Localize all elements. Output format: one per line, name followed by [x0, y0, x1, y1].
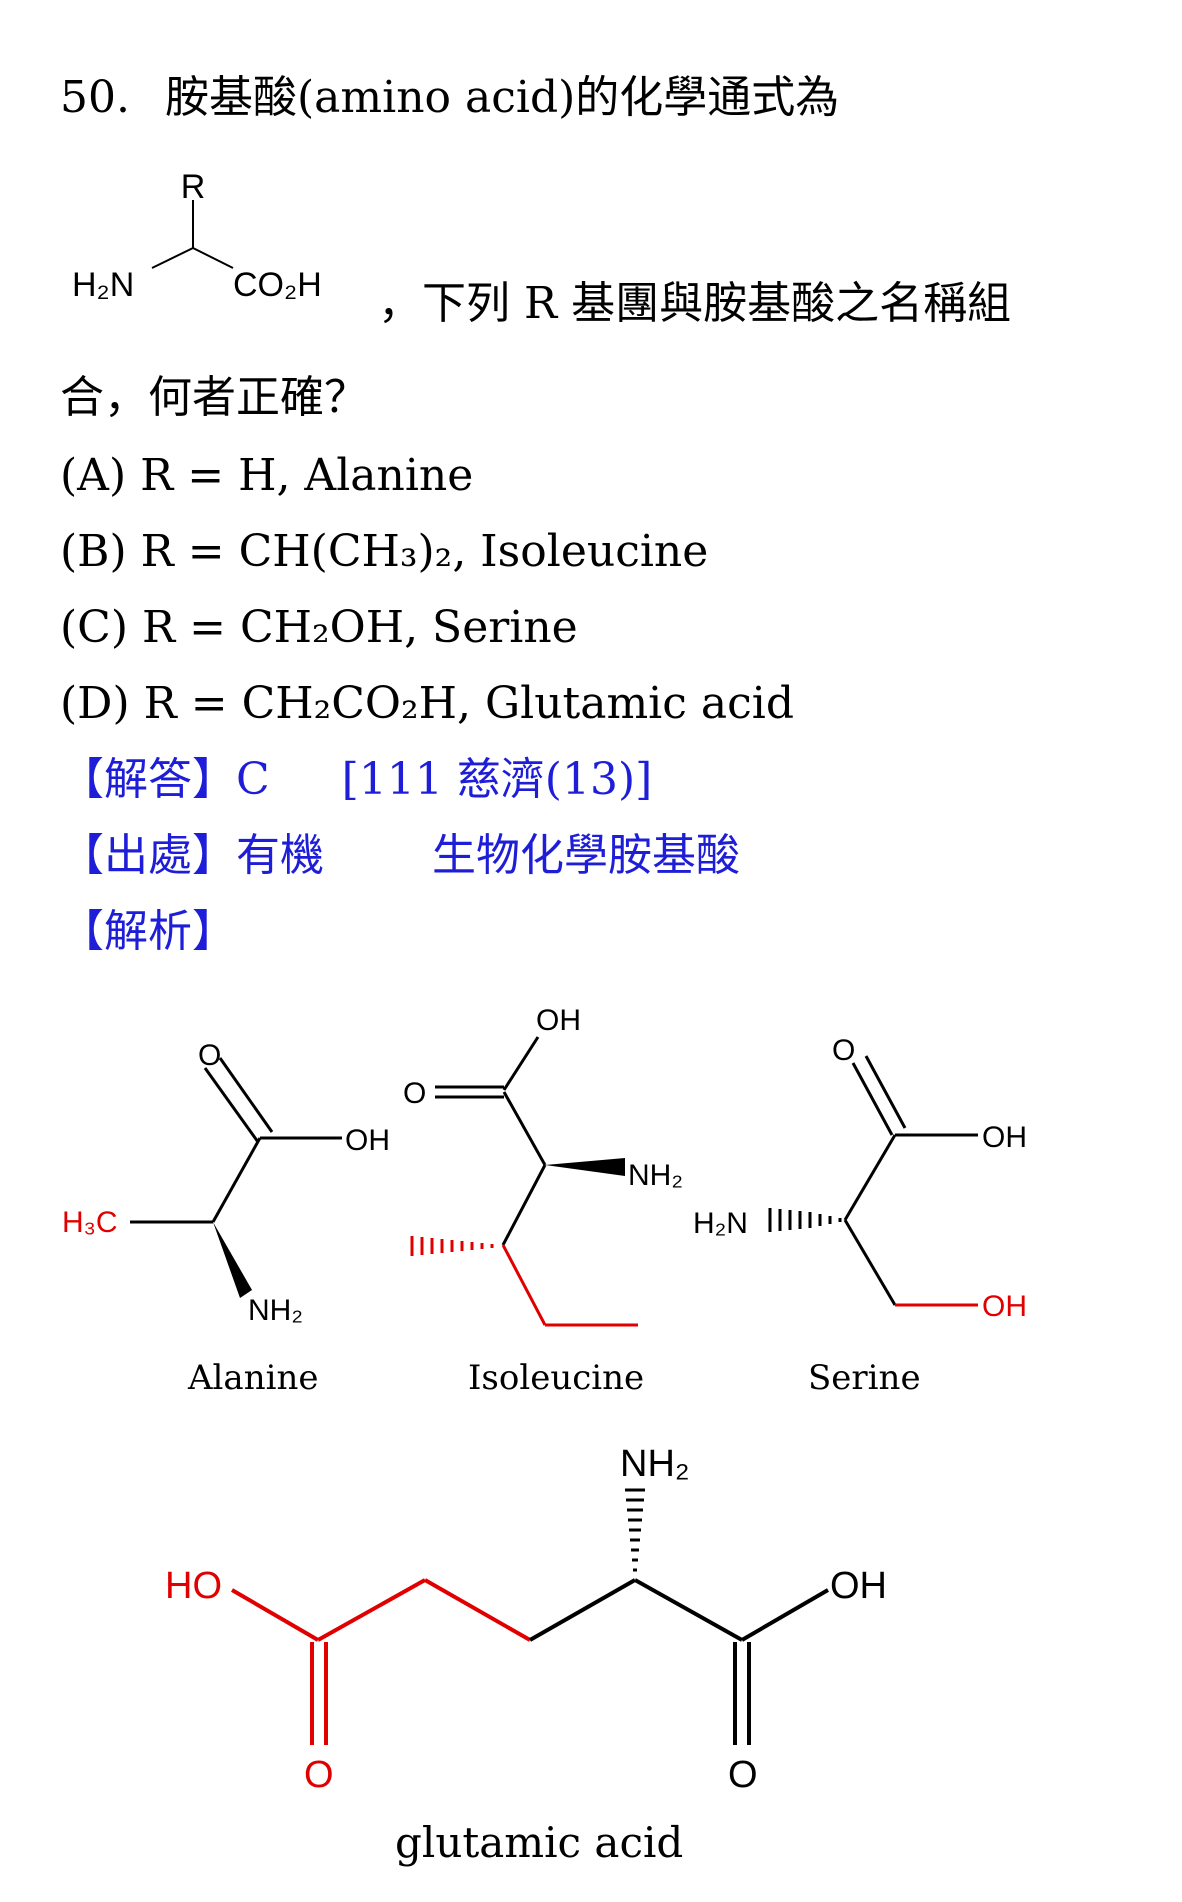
- option-label: (D): [60, 678, 130, 729]
- alanine-o: O: [198, 1039, 221, 1072]
- answer-source-ref: [111 慈濟(13)]: [341, 754, 653, 805]
- question-intro-line: 50. 胺基酸(amino acid)的化學通式為: [60, 72, 839, 124]
- serine-o: O: [832, 1034, 855, 1067]
- option-c: (C) R = CH₂OH, Serine: [60, 602, 578, 654]
- isoleucine-o: O: [403, 1077, 426, 1110]
- option-label: (B): [60, 526, 127, 577]
- glutamic-ho: HO: [165, 1565, 222, 1607]
- isoleucine-caption: Isoleucine: [468, 1358, 645, 1398]
- option-text: R = CH(CH₃)₂, Isoleucine: [140, 526, 709, 577]
- isoleucine-hash-bond: [410, 1236, 494, 1256]
- general-formula: R H₂N CO₂H: [72, 168, 322, 304]
- isoleucine-oh: OH: [536, 1004, 581, 1037]
- alanine-structure: O OH H₃C NH₂: [62, 1039, 390, 1327]
- option-d: (D) R = CH₂CO₂H, Glutamic acid: [60, 678, 794, 730]
- option-a: (A) R = H, Alanine: [60, 450, 473, 502]
- glutamic-caption: glutamic acid: [395, 1818, 684, 1867]
- general-h2n: H₂N: [72, 266, 134, 304]
- option-text: R = H, Alanine: [140, 450, 474, 501]
- serine-oh: OH: [982, 1121, 1027, 1154]
- option-label: (A): [60, 450, 127, 501]
- answer-tag: 【解答】: [60, 754, 236, 805]
- serine-hash-bond: [768, 1208, 842, 1232]
- option-label: (C): [60, 602, 128, 653]
- glutamic-acid-structure: NH₂ HO OH O O: [165, 1443, 887, 1796]
- glutamic-nh2: NH₂: [620, 1443, 690, 1485]
- glutamic-hash-bond: [625, 1488, 645, 1572]
- question-ending: 合，何者正確？: [60, 372, 368, 423]
- option-text: R = CH₂CO₂H, Glutamic acid: [143, 678, 794, 729]
- question-intro: 胺基酸(amino acid)的化學通式為: [165, 72, 840, 123]
- option-text: R = CH₂OH, Serine: [142, 602, 578, 653]
- serine-oh-side: OH: [982, 1290, 1027, 1323]
- serine-caption: Serine: [808, 1358, 921, 1398]
- general-co2h: CO₂H: [233, 266, 322, 304]
- serine-structure: O OH H₂N OH: [693, 1034, 1027, 1323]
- general-r: R: [181, 168, 206, 206]
- glutamic-o-right: O: [728, 1754, 758, 1796]
- origin-topic: 生物化學胺基酸: [432, 830, 740, 881]
- alanine-caption: Alanine: [188, 1358, 319, 1398]
- alanine-oh: OH: [345, 1124, 390, 1157]
- origin-line: 【出處】有機 生物化學胺基酸: [60, 830, 740, 882]
- answer-value: C: [236, 754, 270, 805]
- origin-subject: 有機: [236, 830, 324, 881]
- glutamic-oh: OH: [830, 1565, 887, 1607]
- glutamic-o-left: O: [304, 1754, 334, 1796]
- origin-tag: 【出處】: [60, 830, 236, 881]
- serine-h2n: H₂N: [693, 1207, 748, 1240]
- answer-line: 【解答】C [111 慈濟(13)]: [60, 754, 652, 806]
- alanine-h3c: H₃C: [62, 1206, 118, 1239]
- option-b: (B) R = CH(CH₃)₂, Isoleucine: [60, 526, 708, 578]
- isoleucine-nh2: NH₂: [628, 1159, 683, 1192]
- analysis-tag: 【解析】: [60, 906, 236, 957]
- question-number: 50.: [60, 72, 130, 123]
- question-continuation: ，下列 R 基團與胺基酸之名稱組: [378, 278, 1012, 329]
- isoleucine-structure: OH O NH₂: [403, 1004, 683, 1327]
- alanine-nh2: NH₂: [248, 1294, 303, 1327]
